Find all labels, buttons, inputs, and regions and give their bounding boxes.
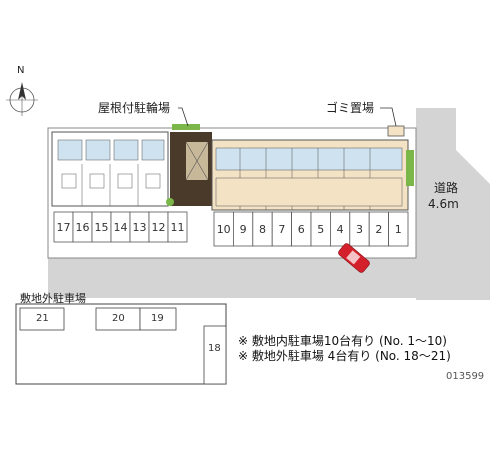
- parking-space-number-8: 8: [259, 223, 266, 236]
- north-compass-icon: [6, 82, 38, 116]
- car-icon: [338, 243, 370, 273]
- onsite-parking-note: ※ 敷地内駐車場10台有り (No. 1～10): [238, 334, 447, 348]
- parking-space-number-10: 10: [217, 223, 231, 236]
- offsite-space-18: 18: [208, 343, 221, 354]
- left-building: [51, 131, 169, 207]
- parking-space-number-12: 12: [152, 221, 166, 234]
- parking-space-number-9: 9: [240, 223, 247, 236]
- compass-north-label: N: [17, 65, 25, 76]
- garbage-leader-line: [380, 107, 397, 127]
- road-label: 道路: [434, 181, 459, 195]
- tree: [166, 198, 174, 206]
- parking-space-number-16: 16: [76, 221, 90, 234]
- parking-space-number-14: 14: [114, 221, 128, 234]
- offsite-space-21-box: [19, 307, 65, 331]
- bicycle-leader-line: [178, 107, 189, 127]
- road: [416, 108, 490, 300]
- hedge: [172, 124, 200, 130]
- parking-space-number-3: 3: [356, 223, 363, 236]
- bicycle-parking-label: 屋根付駐輪場: [98, 101, 171, 115]
- offsite-parking-title: 敷地外駐車場: [20, 292, 86, 305]
- parking-space-number-7: 7: [278, 223, 285, 236]
- parking-space-number-1: 1: [395, 223, 402, 236]
- parking-space-number-17: 17: [57, 221, 71, 234]
- garbage-area-label: ゴミ置場: [326, 101, 375, 115]
- parking-space-box-11: [167, 211, 188, 243]
- parking-space-number-11: 11: [171, 221, 185, 234]
- road-width-label: 4.6m: [428, 197, 459, 211]
- offsite-space-21: 21: [36, 313, 49, 324]
- property-outline: [47, 127, 417, 259]
- offsite-space-20: 20: [112, 313, 125, 324]
- road-side-greenery: [406, 150, 414, 186]
- parking-space-number-4: 4: [337, 223, 344, 236]
- parking-space-number-13: 13: [133, 221, 147, 234]
- parking-space-number-5: 5: [317, 223, 324, 236]
- parking-space-box-1: [388, 211, 409, 247]
- offsite-space-19-box: [139, 307, 177, 331]
- offsite-parking-note: ※ 敷地外駐車場 4台有り (No. 18～21): [238, 349, 451, 363]
- parking-space-number-2: 2: [375, 223, 382, 236]
- offsite-space-19: 19: [151, 313, 164, 324]
- parking-space-number-15: 15: [95, 221, 109, 234]
- left-parking-spaces: 17 16 15 14 13 12 11: [53, 211, 188, 243]
- garbage-area: [387, 125, 405, 137]
- parking-space-number-6: 6: [298, 223, 305, 236]
- offsite-space-18-box: [203, 325, 227, 385]
- property-code: 013599: [446, 371, 485, 382]
- right-building: [211, 139, 409, 211]
